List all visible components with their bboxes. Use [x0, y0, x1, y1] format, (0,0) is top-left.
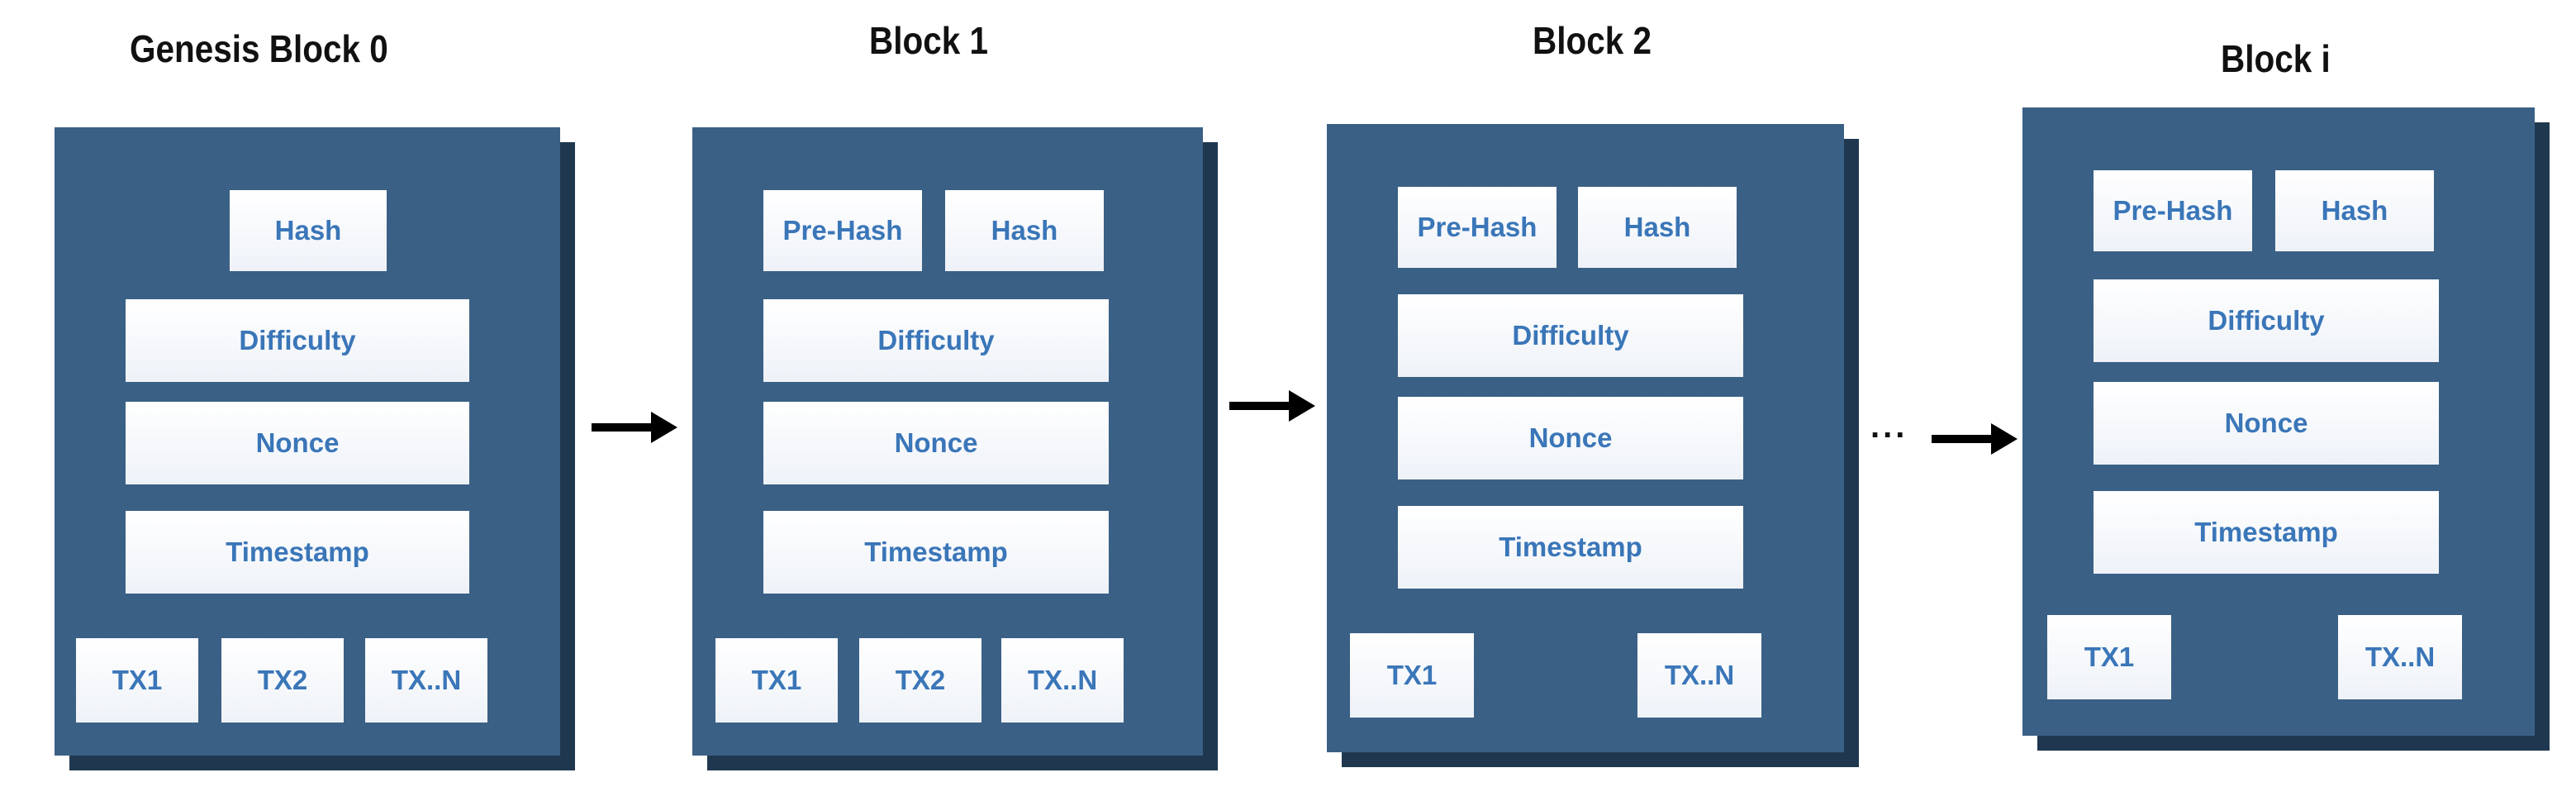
- hash-field: Hash: [230, 190, 387, 271]
- block-2-title: Block 2: [1533, 19, 1652, 62]
- arrow-icon: [592, 412, 677, 443]
- tx-cell: TX..N: [2338, 615, 2462, 699]
- genesis-block-title: Genesis Block 0: [130, 27, 388, 70]
- timestamp-field: Timestamp: [1398, 506, 1743, 589]
- tx-cell: TX2: [221, 638, 344, 723]
- difficulty-field: Difficulty: [1398, 294, 1743, 377]
- tx-cell: TX1: [1350, 633, 1474, 718]
- genesis-block: Hash Difficulty Nonce Timestamp TX1 TX2 …: [55, 127, 560, 756]
- pre-hash-field: Pre-Hash: [763, 190, 922, 271]
- timestamp-field: Timestamp: [2094, 491, 2439, 574]
- nonce-field: Nonce: [763, 402, 1109, 484]
- tx-cell: TX1: [715, 638, 838, 723]
- block-1-title: Block 1: [869, 19, 989, 62]
- ellipsis: ...: [1870, 408, 1908, 445]
- difficulty-field: Difficulty: [2094, 279, 2439, 362]
- tx-cell: TX1: [76, 638, 198, 723]
- nonce-field: Nonce: [2094, 382, 2439, 465]
- block-i-title: Block i: [2221, 37, 2331, 80]
- difficulty-field: Difficulty: [126, 299, 469, 382]
- tx-cell: TX..N: [365, 638, 487, 723]
- timestamp-field: Timestamp: [126, 511, 469, 594]
- nonce-field: Nonce: [126, 402, 469, 484]
- hash-field: Hash: [1578, 187, 1737, 268]
- block-2: Pre-Hash Hash Difficulty Nonce Timestamp…: [1327, 124, 1844, 752]
- block-1: Pre-Hash Hash Difficulty Nonce Timestamp…: [692, 127, 1203, 756]
- tx-cell: TX2: [859, 638, 981, 723]
- tx-cell: TX1: [2047, 615, 2171, 699]
- hash-field: Hash: [2275, 170, 2434, 251]
- tx-cell: TX..N: [1001, 638, 1124, 723]
- block-i: Pre-Hash Hash Difficulty Nonce Timestamp…: [2022, 107, 2535, 736]
- hash-field: Hash: [945, 190, 1104, 271]
- arrow-icon: [1932, 423, 2018, 455]
- pre-hash-field: Pre-Hash: [1398, 187, 1557, 268]
- difficulty-field: Difficulty: [763, 299, 1109, 382]
- nonce-field: Nonce: [1398, 397, 1743, 479]
- pre-hash-field: Pre-Hash: [2094, 170, 2252, 251]
- tx-cell: TX..N: [1637, 633, 1761, 718]
- timestamp-field: Timestamp: [763, 511, 1109, 594]
- arrow-icon: [1229, 390, 1315, 422]
